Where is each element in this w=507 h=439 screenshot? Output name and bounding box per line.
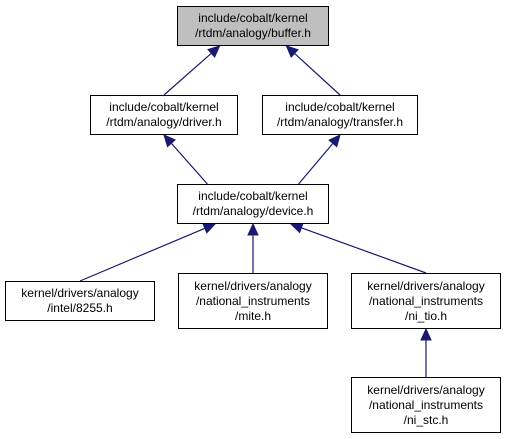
arrowhead-mite-to-device <box>247 222 259 236</box>
edge-intel8255-to-device <box>79 227 206 282</box>
edge-transfer-to-buffer <box>294 52 341 96</box>
arrowhead-ni_stc-to-ni_tio <box>420 327 432 341</box>
arrowhead-ni_tio-to-device <box>289 222 304 234</box>
arrowhead-intel8255-to-device <box>202 223 217 234</box>
node-mite-h-line2: /national_instruments <box>195 293 311 308</box>
node-ni-tio-h-line3: /ni_tio.h <box>404 308 448 323</box>
node-buffer-h-line1: include/cobalt/kernel <box>198 11 308 25</box>
node-ni-stc-h-line3: /ni_stc.h <box>403 412 449 427</box>
node-transfer-h-line2: /rtdm/analogy/transfer.h <box>276 115 404 129</box>
node-ni-stc-h-line2: /national_instruments <box>368 397 484 412</box>
arrowhead-driver-to-buffer <box>207 45 221 58</box>
node-ni-tio-h[interactable]: kernel/drivers/analogy /national_instrum… <box>351 273 501 329</box>
node-driver-h[interactable]: include/cobalt/kernel /rtdm/analogy/driv… <box>90 95 238 135</box>
edge-ni_tio-to-device <box>301 227 427 274</box>
node-driver-h-line2: /rtdm/analogy/driver.h <box>106 115 222 129</box>
node-ni-tio-h-line2: /national_instruments <box>368 293 484 308</box>
node-buffer-h-line2: /rtdm/analogy/buffer.h <box>195 26 311 40</box>
node-8255-h-line1: kernel/drivers/analogy <box>21 286 139 300</box>
node-buffer-h: include/cobalt/kernel /rtdm/analogy/buff… <box>177 6 329 46</box>
edge-device-to-transfer <box>298 143 334 185</box>
arrowhead-transfer-to-buffer <box>285 45 299 59</box>
node-ni-stc-h-line1: kernel/drivers/analogy <box>367 382 485 397</box>
node-8255-h-line2: /intel/8255.h <box>47 301 113 315</box>
node-driver-h-line1: include/cobalt/kernel <box>109 100 219 114</box>
node-device-h[interactable]: include/cobalt/kernel /rtdm/analogy/devi… <box>177 184 329 224</box>
node-8255-h[interactable]: kernel/drivers/analogy /intel/8255.h <box>5 281 155 321</box>
node-mite-h[interactable]: kernel/drivers/analogy /national_instrum… <box>178 273 328 329</box>
node-device-h-line2: /rtdm/analogy/device.h <box>192 204 314 218</box>
node-mite-h-line1: kernel/drivers/analogy <box>194 278 312 293</box>
node-transfer-h[interactable]: include/cobalt/kernel /rtdm/analogy/tran… <box>262 95 418 135</box>
arrowhead-device-to-transfer <box>328 134 341 148</box>
node-ni-tio-h-line1: kernel/drivers/analogy <box>367 278 485 293</box>
node-transfer-h-line1: include/cobalt/kernel <box>285 100 395 114</box>
edge-driver-to-buffer <box>163 52 212 96</box>
node-device-h-line1: include/cobalt/kernel <box>198 189 308 203</box>
node-ni-stc-h[interactable]: kernel/drivers/analogy /national_instrum… <box>351 377 501 433</box>
node-mite-h-line3: /mite.h <box>234 308 271 323</box>
arrowhead-device-to-driver <box>163 134 176 148</box>
edge-device-to-driver <box>170 142 208 185</box>
